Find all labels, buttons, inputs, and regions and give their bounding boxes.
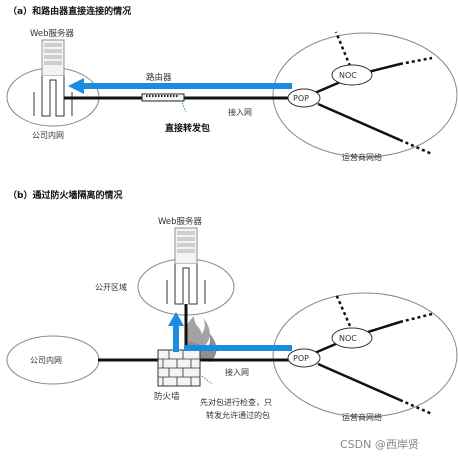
isp-network-label-a: 运营商网络 bbox=[342, 152, 382, 162]
noc-label-b: NOC bbox=[339, 334, 357, 343]
noc-node-a bbox=[331, 64, 373, 86]
isp-network-area bbox=[272, 32, 458, 158]
backbone-link-b1 bbox=[317, 362, 401, 402]
access-network-label-a: 接入网 bbox=[228, 107, 252, 117]
isp-network-label-b: 运营商网络 bbox=[342, 412, 382, 422]
company-intranet-label-a: 公司内网 bbox=[32, 130, 64, 140]
fire-icon-upper bbox=[184, 316, 210, 346]
public-zone-label: 公开区域 bbox=[95, 282, 127, 292]
pop-label-b: POP bbox=[293, 354, 309, 363]
backbone-link-a2-dash bbox=[399, 56, 433, 66]
firewall-label: 防火墙 bbox=[154, 391, 180, 402]
pop-node-b bbox=[287, 348, 321, 368]
backbone-link-b2 bbox=[367, 320, 401, 334]
pointer-b bbox=[201, 375, 213, 385]
company-intranet-label-b: 公司内网 bbox=[30, 355, 62, 365]
arrowhead-a bbox=[68, 78, 84, 94]
router-icon bbox=[141, 93, 185, 102]
firewall-note-line2: 转发允许通过的包 bbox=[206, 410, 270, 420]
noc-node-b bbox=[331, 327, 373, 349]
backbone-link-b2-dash bbox=[399, 312, 433, 324]
web-server-label-b: Web服务器 bbox=[158, 216, 203, 227]
web-server-icon-b bbox=[166, 227, 206, 305]
backbone-link-a3 bbox=[334, 31, 352, 67]
section-a-title: （a）和路由器直接连接的情况 bbox=[8, 5, 131, 17]
backbone-link-b3 bbox=[334, 293, 352, 327]
noc-label-a: NOC bbox=[339, 71, 357, 80]
router-label: 路由器 bbox=[146, 72, 172, 83]
direct-forward-label: 直接转发包 bbox=[165, 122, 210, 134]
firewall-icon bbox=[157, 349, 201, 387]
pop-node-a bbox=[287, 88, 321, 108]
firewall-note-line1: 先对包进行检查，只 bbox=[200, 397, 272, 407]
access-network-label-b: 接入网 bbox=[225, 367, 249, 377]
isp-network-area-b bbox=[272, 292, 458, 418]
web-server-icon bbox=[33, 39, 73, 117]
section-b-title: （b）通过防火墙隔离的情况 bbox=[8, 189, 122, 201]
pointer-a bbox=[181, 102, 187, 113]
web-server-label-a: Web服务器 bbox=[30, 28, 75, 39]
watermark: CSDN @西岸贤 bbox=[340, 438, 419, 451]
backbone-link-a2 bbox=[367, 62, 401, 74]
backbone-link-a1 bbox=[317, 102, 401, 142]
pop-label-a: POP bbox=[293, 94, 309, 103]
arrowhead-b bbox=[168, 312, 184, 326]
